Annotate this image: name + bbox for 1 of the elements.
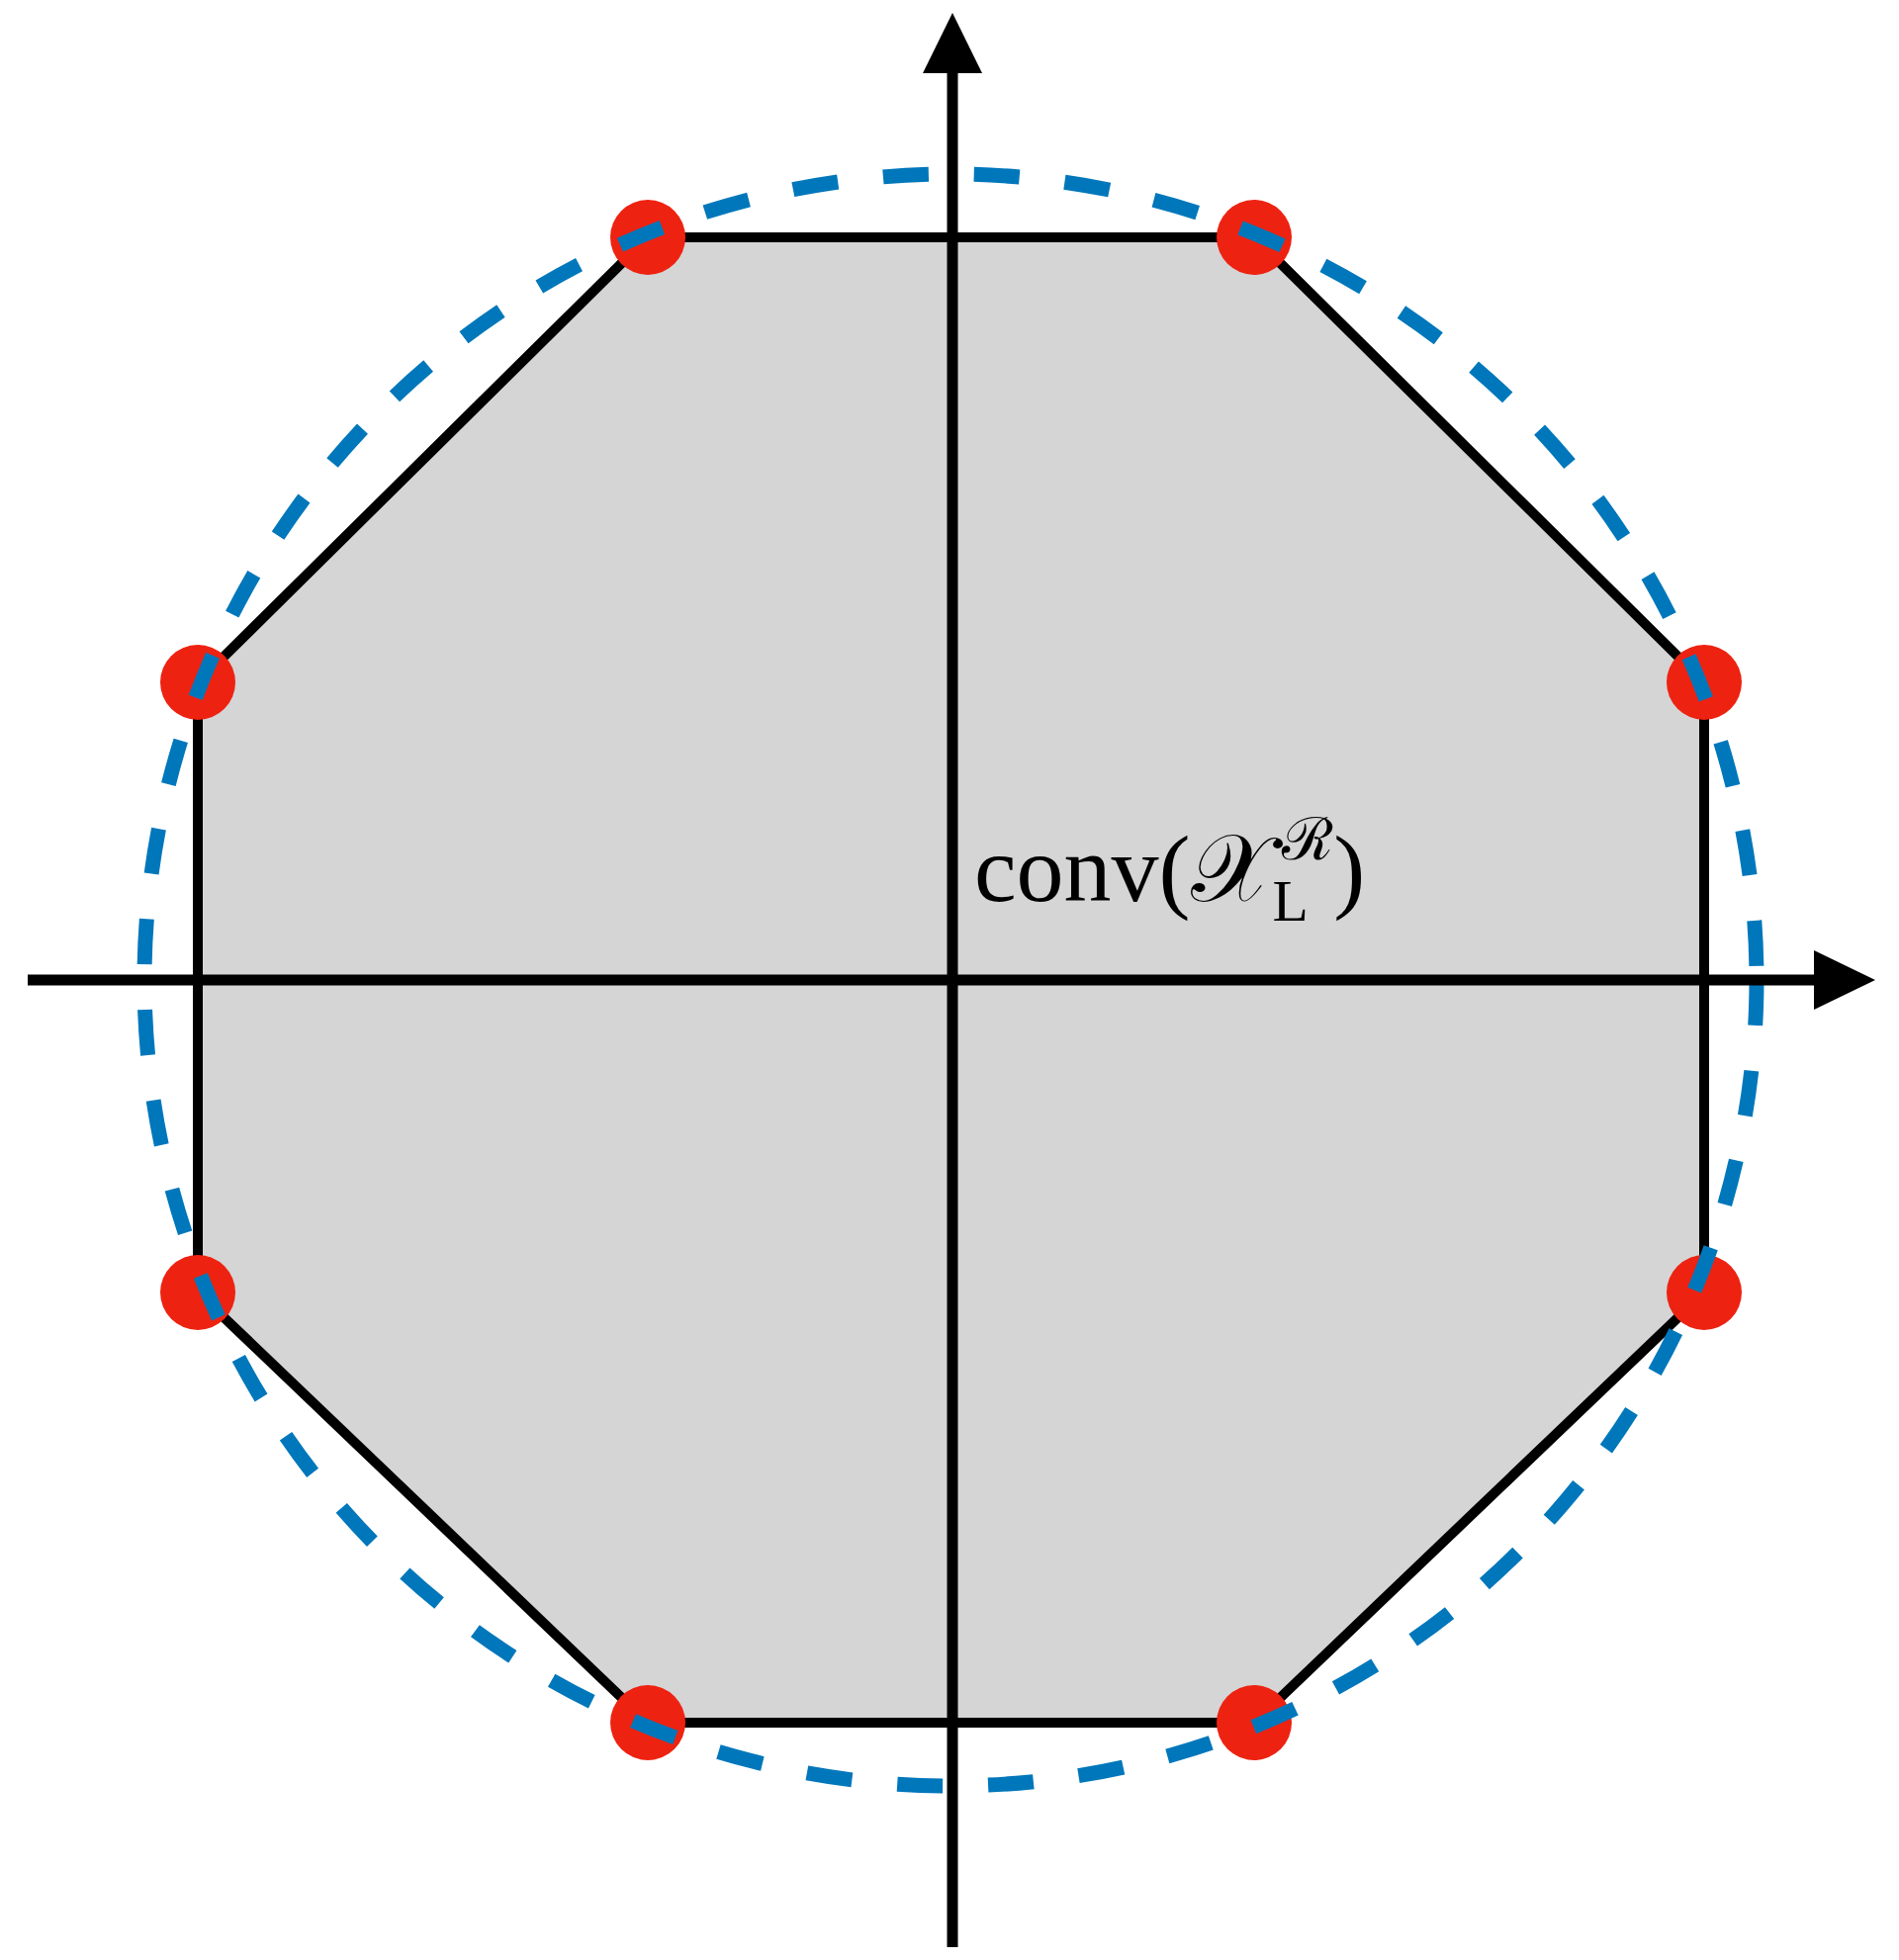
set-label: conv(𝒳$_{L}$$^{ℛ}$) <box>974 811 1366 932</box>
